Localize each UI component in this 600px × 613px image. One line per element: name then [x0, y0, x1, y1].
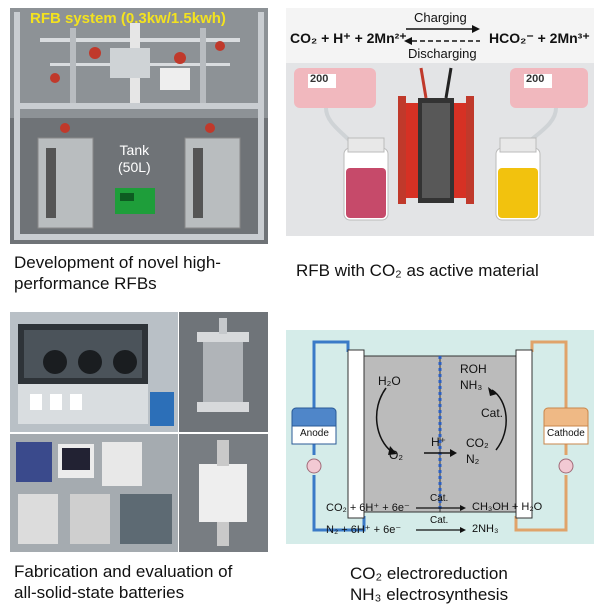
solid-state-photo-lab: [10, 434, 178, 552]
charging-label: Charging: [414, 10, 467, 25]
n2-label: N₂: [466, 452, 480, 466]
solid-state-caption-line1: Fabrication and evaluation of: [14, 562, 233, 581]
cathode-label: Cathode: [547, 428, 585, 439]
electro-caption: CO₂ electroreduction NH₃ electrosynthesi…: [350, 563, 508, 605]
reaction2-left: N₂ + 6H⁺ + 6e⁻: [326, 524, 402, 536]
anode-label: Anode: [300, 428, 329, 439]
h2o-label: H₂O: [378, 374, 401, 388]
hplus-label: H⁺: [431, 435, 446, 449]
solid-state-photo-cell: [179, 312, 268, 432]
pump-display-left: 200: [310, 73, 329, 85]
pouch-cell-illustration: [179, 434, 268, 552]
reaction2-right: 2NH₃: [472, 523, 499, 535]
o2-label: O₂: [389, 448, 403, 462]
electro-caption-line2: NH₃ electrosynthesis: [350, 585, 509, 604]
tank-label-line2: (50L): [118, 159, 151, 175]
electro-diagram: Anode Cathode H₂O O₂ H⁺ ROH NH₃ Cat. CO₂…: [286, 330, 594, 544]
rfb-system-photo: RFB system (0.3kw/1.5kwh) Tank (50L): [10, 8, 268, 244]
co2-rfb-photo: CO₂ + H⁺ + 2Mn²⁺ HCO₂⁻ + 2Mn³⁺ Charging …: [286, 8, 594, 236]
rfb-system-illustration: [10, 8, 268, 244]
co2-equation-left: CO₂ + H⁺ + 2Mn²⁺: [290, 30, 407, 46]
co2-rfb-illustration: [286, 8, 594, 236]
solid-state-caption: Fabrication and evaluation of all-solid-…: [14, 561, 232, 603]
test-cell-illustration: [179, 312, 268, 432]
solid-state-photo-glovebox: [10, 312, 178, 432]
rfb-system-caption: Development of novel high- performance R…: [14, 252, 221, 294]
co2-label: CO₂: [466, 436, 489, 450]
reaction1-right: CH₃OH + H₂O: [472, 501, 543, 513]
solid-state-caption-line2: all-solid-state batteries: [14, 583, 185, 602]
co2-rfb-caption: RFB with CO₂ as active material: [296, 261, 539, 280]
tank-label: Tank (50L): [118, 142, 151, 176]
roh-label: ROH: [460, 362, 487, 376]
lab-equipment-illustration: [10, 434, 178, 552]
pump-display-right: 200: [526, 73, 545, 85]
reaction1-cat: Cat.: [430, 493, 449, 504]
rfb-system-title: RFB system (0.3kw/1.5kwh): [30, 10, 226, 27]
electro-cell-diagram: [286, 330, 594, 544]
co2-equation-right: HCO₂⁻ + 2Mn³⁺: [489, 30, 590, 46]
reaction1-left: CO₂ + 6H⁺ + 6e⁻: [326, 502, 410, 514]
nh3-label: NH₃: [460, 378, 483, 392]
glovebox-illustration: [10, 312, 178, 432]
cat-label: Cat.: [481, 406, 504, 420]
discharging-label: Discharging: [408, 46, 477, 61]
rfb-system-caption-line1: Development of novel high-: [14, 253, 221, 272]
rfb-system-caption-line2: performance RFBs: [14, 274, 157, 293]
electro-caption-line1: CO₂ electroreduction: [350, 564, 508, 583]
tank-label-line1: Tank: [119, 142, 150, 158]
solid-state-photo-pouch: [179, 434, 268, 552]
reaction2-cat: Cat.: [430, 515, 449, 526]
